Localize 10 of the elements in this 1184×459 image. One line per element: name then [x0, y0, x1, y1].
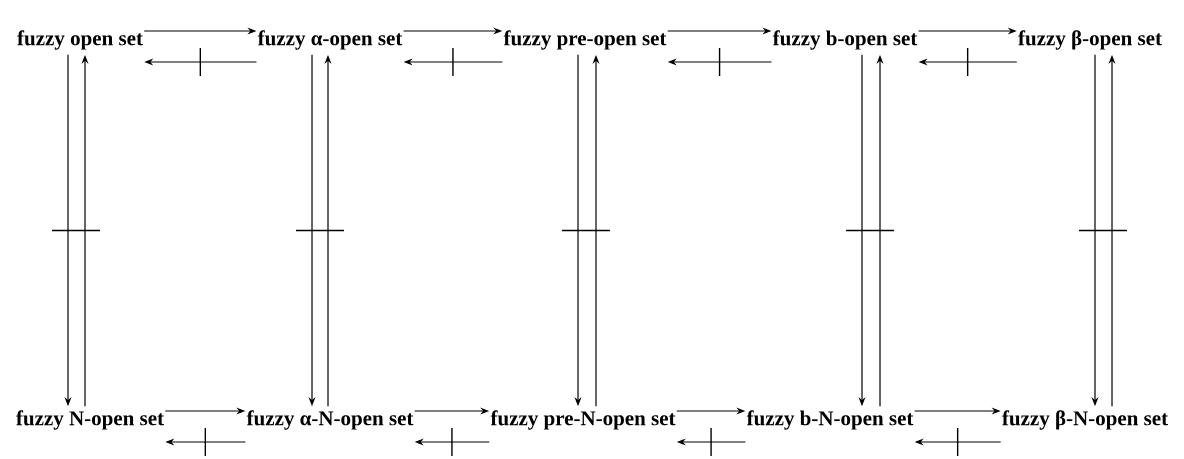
set-label: fuzzy α-open set	[257, 30, 403, 50]
set-label: fuzzy b-open set	[772, 30, 918, 50]
set-label: fuzzy α-N-open set	[246, 410, 414, 430]
set-label: fuzzy b-N-open set	[746, 410, 914, 430]
set-label: fuzzy β-N-open set	[1002, 410, 1168, 430]
set-label: fuzzy pre-open set	[503, 30, 667, 50]
set-label: fuzzy open set	[17, 30, 143, 50]
set-label: fuzzy pre-N-open set	[490, 410, 676, 430]
set-label: fuzzy β-open set	[1018, 30, 1162, 50]
set-label: fuzzy N-open set	[16, 410, 164, 430]
